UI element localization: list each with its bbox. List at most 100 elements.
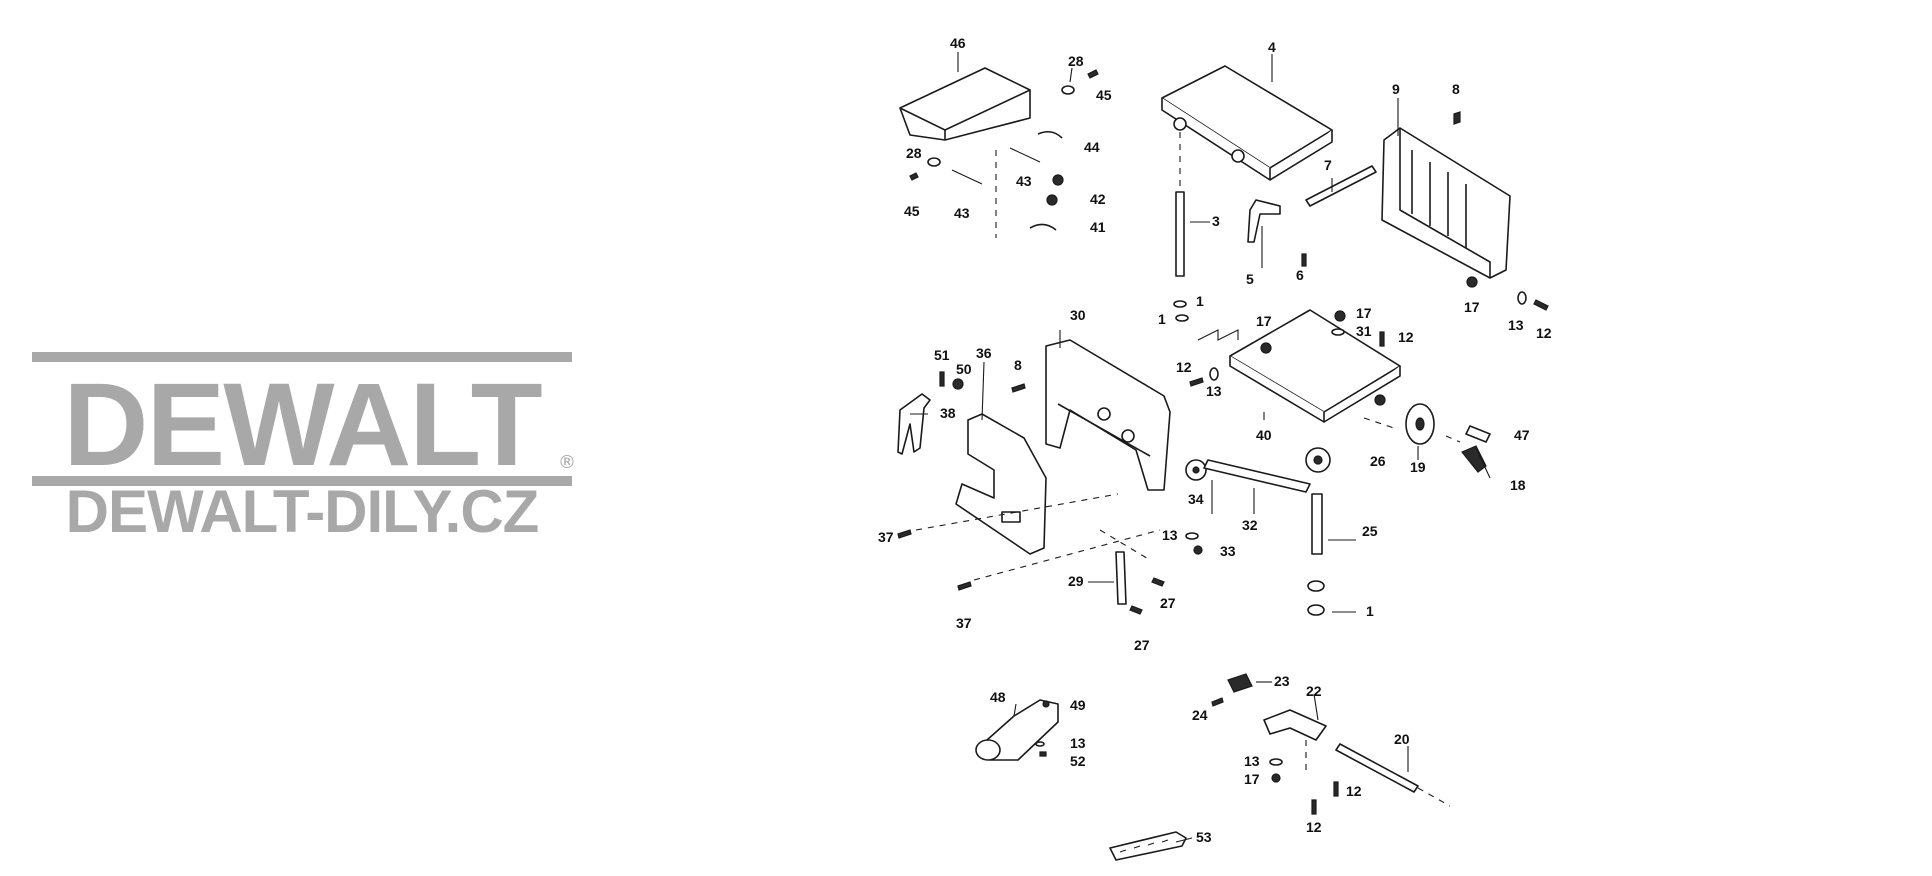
part-7-rod: [1305, 165, 1377, 207]
part-17-nut-c: [1374, 394, 1386, 406]
callout-22: 22: [1306, 683, 1322, 699]
callout-34: 34: [1188, 491, 1204, 507]
callout-17-d: 17: [1244, 771, 1260, 787]
part-36-motor-bracket: [955, 413, 1047, 555]
logo-top-bar: [32, 352, 572, 362]
callout-1-c: 1: [1366, 603, 1374, 619]
callout-37-b: 37: [956, 615, 972, 631]
callout-49: 49: [1070, 697, 1086, 713]
callout-33: 33: [1220, 543, 1236, 559]
callout-36: 36: [976, 345, 992, 361]
part-44-clip: [1037, 130, 1063, 139]
lever-axis: [1099, 529, 1151, 561]
callout-45-b: 45: [904, 203, 920, 219]
callout-17-c: 17: [1356, 305, 1372, 321]
part-20-leadscrew: [1335, 743, 1419, 793]
part-13-washer-b: [1209, 367, 1219, 381]
callout-5: 5: [1246, 271, 1254, 287]
part-45-screw-b: [909, 172, 919, 181]
part-41-clip: [1029, 223, 1057, 231]
part-13-washer-d: [1035, 741, 1045, 747]
dewalt-watermark: DEWALT ® DEWALT-DILY.CZ: [32, 352, 576, 542]
part-29-lever: [1115, 551, 1127, 605]
part-25-shaft: [1311, 493, 1323, 555]
callout-3: 3: [1212, 213, 1220, 229]
part-53-scale-plate: [1109, 831, 1187, 861]
part-12-screw-b: [1379, 331, 1385, 347]
callout-48: 48: [990, 689, 1006, 705]
part-18-handle: [1461, 445, 1487, 473]
callout-53: 53: [1196, 829, 1212, 845]
callout-12-d: 12: [1346, 783, 1362, 799]
part-8-screw: [1453, 111, 1461, 125]
part-4-table: [1161, 65, 1333, 181]
callout-18: 18: [1510, 477, 1526, 493]
part-51-screw: [939, 371, 945, 387]
part-5-bracket: [1247, 199, 1281, 243]
callout-28: 28: [1068, 53, 1084, 69]
callout-45: 45: [1096, 87, 1112, 103]
callout-8-b: 8: [1014, 357, 1022, 373]
part-34-sprocket: [1185, 459, 1207, 481]
callout-40: 40: [1256, 427, 1272, 443]
part-12-screw-c: [1189, 377, 1204, 387]
part-49-screw: [1042, 700, 1050, 708]
part-32-chain: [1203, 459, 1311, 493]
part-33-nut: [1193, 545, 1203, 555]
callout-42: 42: [1090, 191, 1106, 207]
callout-30: 30: [1070, 307, 1086, 323]
part-42-nuts: [1046, 174, 1064, 206]
part-38-bracket: [897, 393, 931, 455]
part-47-knob: [1465, 425, 1491, 443]
callout-24: 24: [1192, 707, 1208, 723]
callout-23: 23: [1274, 673, 1290, 689]
callout-25: 25: [1362, 523, 1378, 539]
part-6-screw: [1301, 253, 1307, 267]
part-19-wheel: [1405, 403, 1435, 445]
part-17-nut-d: [1271, 773, 1281, 783]
part-45-screw: [1087, 69, 1099, 79]
logo-bottom-bar: [32, 476, 572, 486]
callout-41: 41: [1090, 219, 1106, 235]
callout-1: 1: [1196, 293, 1204, 309]
part-48-dust-chute: [975, 699, 1059, 761]
callout-12-b: 12: [1398, 329, 1414, 345]
registered-mark: ®: [558, 452, 576, 473]
linkage-lines: [1197, 329, 1239, 341]
part-17-nut-b: [1334, 310, 1346, 322]
part-52-screw: [1039, 751, 1047, 757]
callout-28-b: 28: [906, 145, 922, 161]
callout-19: 19: [1410, 459, 1426, 475]
callout-13: 13: [1508, 317, 1524, 333]
part-8-screw-b: [1011, 383, 1026, 393]
part-28-washer-b: [927, 157, 941, 167]
leadscrew-axis: [1417, 787, 1451, 807]
callout-37: 37: [878, 529, 894, 545]
part-46-blade-guard: [899, 67, 1031, 141]
part-26-sprocket: [1305, 447, 1331, 473]
callout-12-e: 12: [1306, 819, 1322, 835]
callout-13-d: 13: [1070, 735, 1086, 751]
callout-29: 29: [1068, 573, 1084, 589]
part-31-washer: [1331, 328, 1345, 336]
part-40-trunnion-plate: [1229, 309, 1401, 423]
part-17-nut: [1466, 276, 1478, 288]
callout-labels: 46 28 45 28 45 43 43 44 42 41 4 3 5 6 7 …: [878, 35, 1552, 845]
callout-52: 52: [1070, 753, 1086, 769]
part-12-screw: [1533, 299, 1549, 311]
callout-44: 44: [1084, 139, 1100, 155]
callout-51: 51: [934, 347, 950, 363]
part-50-nut: [952, 378, 964, 390]
callout-31: 31: [1356, 323, 1372, 339]
part-3-shaft: [1175, 191, 1185, 277]
callout-13-c: 13: [1162, 527, 1178, 543]
wheel-axis: [1363, 417, 1461, 443]
dewalt-logo: DEWALT: [63, 359, 542, 491]
callout-43: 43: [1016, 173, 1032, 189]
part-27-screw-b: [1129, 605, 1143, 615]
part-37-screw: [897, 529, 912, 539]
callout-50: 50: [956, 361, 972, 377]
callout-38: 38: [940, 405, 956, 421]
